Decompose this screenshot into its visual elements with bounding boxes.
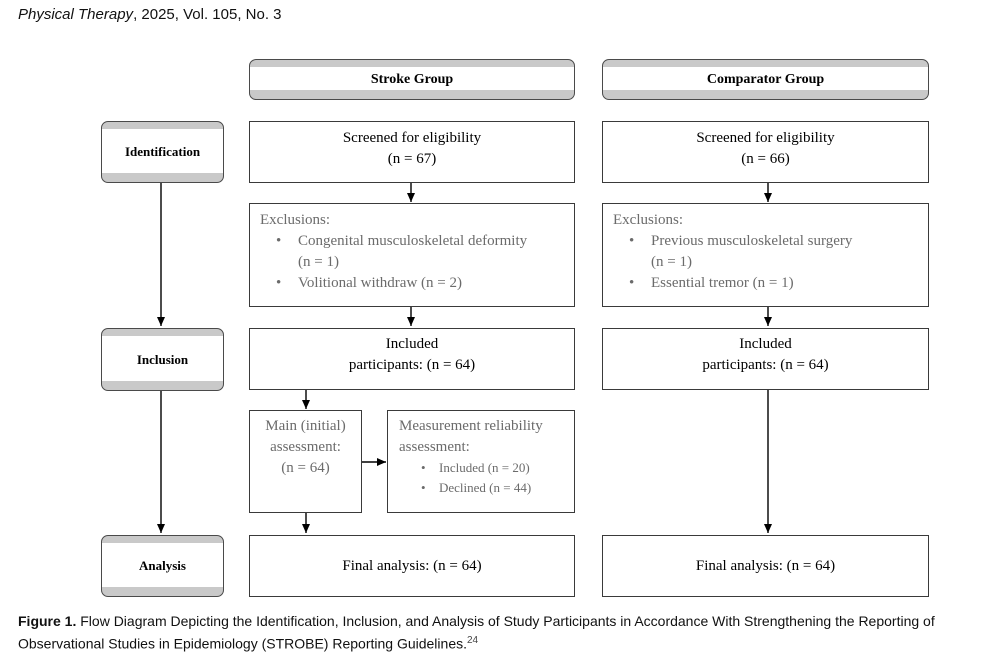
journal-details: , 2025, Vol. 105, No. 3	[133, 6, 282, 23]
stroke-screened-count: (n = 67)	[387, 151, 437, 167]
comparator-group-header: Comparator Group	[602, 59, 929, 100]
comparator-included-box: Included participants: (n = 64)	[602, 328, 929, 390]
stage-inclusion: Inclusion	[101, 328, 224, 391]
comparator-included-line1: Included	[739, 336, 792, 352]
caption-reference: 24	[467, 635, 479, 646]
main-assessment-count: (n = 64)	[281, 460, 330, 476]
stage-analysis-label: Analysis	[139, 558, 186, 573]
stroke-final-box: Final analysis: (n = 64)	[249, 535, 575, 597]
stroke-group-header-label: Stroke Group	[370, 71, 454, 87]
stroke-exclusion-item: Volitional withdraw (n = 2)	[276, 273, 564, 294]
reliability-line1: Measurement reliability	[399, 418, 543, 434]
stroke-included-box: Included participants: (n = 64)	[249, 328, 575, 390]
comparator-final-label: Final analysis: (n = 64)	[695, 558, 836, 574]
figure-caption: Figure 1. Flow Diagram Depicting the Ide…	[18, 612, 993, 654]
comparator-exclusion-text: Essential tremor (n = 1)	[651, 275, 794, 291]
stroke-screened-box: Screened for eligibility (n = 67)	[249, 121, 575, 183]
reliability-item: Included (n = 20)	[421, 458, 574, 478]
stroke-exclusions-box: Exclusions: Congenital musculoskeletal d…	[249, 203, 575, 307]
comparator-exclusions-list: Previous musculoskeletal surgery (n = 1)…	[613, 231, 918, 294]
stroke-exclusion-count: (n = 1)	[298, 254, 339, 270]
main-assessment-box: Main (initial) assessment: (n = 64)	[249, 410, 362, 513]
stage-identification-label: Identification	[124, 144, 201, 159]
stroke-exclusions-title: Exclusions:	[260, 212, 330, 228]
journal-header: Physical Therapy, 2025, Vol. 105, No. 3	[18, 6, 282, 23]
stage-inclusion-label: Inclusion	[136, 351, 189, 367]
comparator-exclusion-item: Essential tremor (n = 1)	[629, 273, 918, 294]
reliability-assessment-box: Measurement reliability assessment: Incl…	[387, 410, 575, 513]
comparator-exclusion-item: Previous musculoskeletal surgery (n = 1)	[629, 231, 918, 273]
reliability-line2: assessment:	[399, 439, 470, 455]
stroke-exclusion-item: Congenital musculoskeletal deformity (n …	[276, 231, 564, 273]
stroke-included-line2: participants: (n = 64)	[348, 357, 476, 373]
caption-label: Figure 1.	[18, 613, 77, 629]
comparator-exclusion-text: Previous musculoskeletal surgery	[651, 233, 853, 249]
stage-analysis: Analysis	[101, 535, 224, 597]
comparator-exclusion-count: (n = 1)	[651, 254, 692, 270]
journal-name: Physical Therapy	[18, 6, 134, 23]
reliability-list: Included (n = 20) Declined (n = 44)	[399, 458, 574, 498]
comparator-exclusions-box: Exclusions: Previous musculoskeletal sur…	[602, 203, 929, 307]
caption-text: Flow Diagram Depicting the Identificatio…	[18, 613, 935, 652]
reliability-item: Declined (n = 44)	[421, 478, 574, 498]
stroke-screened-label: Screened for eligibility	[342, 130, 482, 146]
comparator-included-line2: participants: (n = 64)	[702, 357, 829, 373]
main-assessment-line1: Main (initial)	[265, 418, 346, 434]
comparator-exclusions-title: Exclusions:	[613, 212, 683, 228]
comparator-screened-box: Screened for eligibility (n = 66)	[602, 121, 929, 183]
comparator-final-box: Final analysis: (n = 64)	[602, 535, 929, 597]
comparator-screened-count: (n = 66)	[741, 151, 790, 167]
stroke-included-line1: Included	[385, 336, 439, 352]
stroke-exclusion-text: Congenital musculoskeletal deformity	[298, 233, 528, 249]
stroke-group-header: Stroke Group	[249, 59, 575, 100]
stroke-exclusions-list: Congenital musculoskeletal deformity (n …	[260, 231, 564, 294]
main-assessment-line2: assessment:	[270, 439, 341, 455]
stroke-final-label: Final analysis: (n = 64)	[342, 558, 482, 574]
comparator-group-header-label: Comparator Group	[706, 71, 825, 87]
stage-identification: Identification	[101, 121, 224, 183]
stroke-exclusion-text: Volitional withdraw (n = 2)	[298, 275, 462, 291]
comparator-screened-label: Screened for eligibility	[696, 130, 835, 146]
